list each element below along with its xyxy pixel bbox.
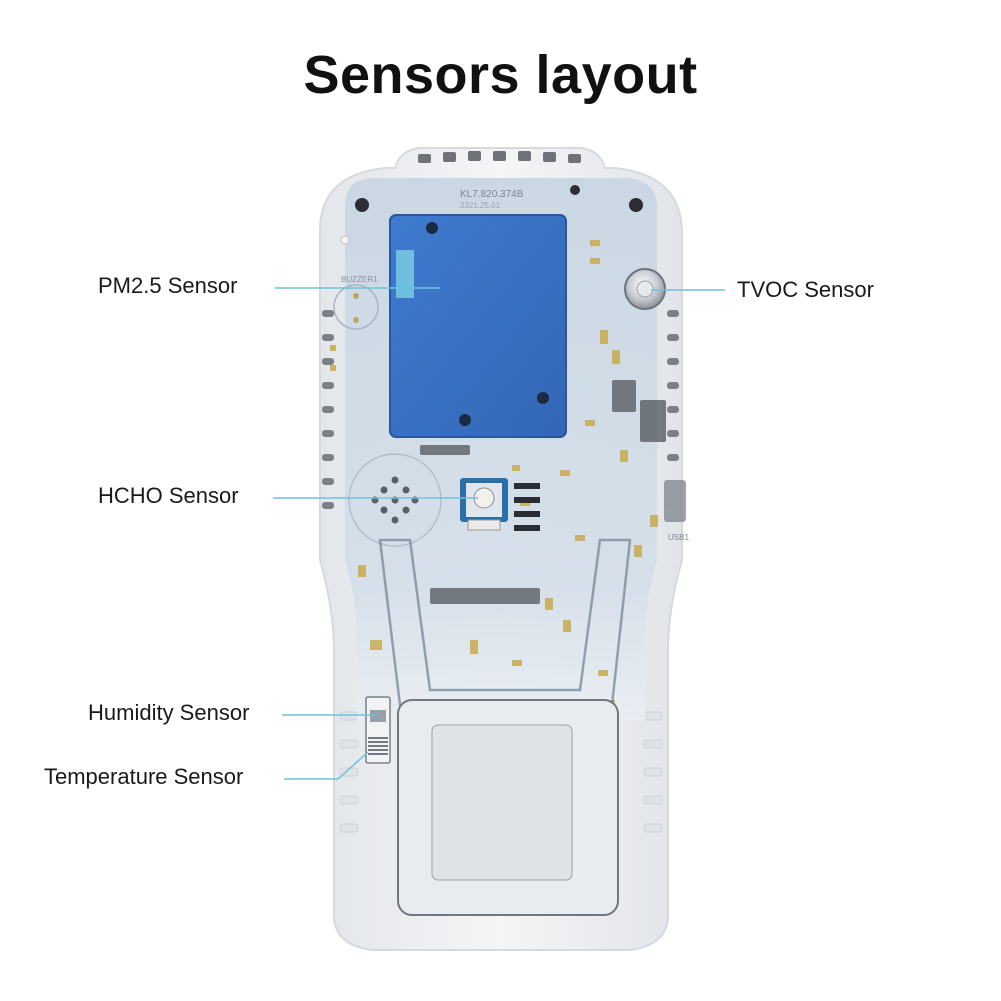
hcho-sensor-label: HCHO Sensor	[98, 483, 239, 508]
board-marking: KL7.820.374B	[460, 189, 524, 200]
humidity-sensor-label: Humidity Sensor	[88, 700, 250, 725]
leader-lines	[273, 287, 725, 780]
temperature-sensor-label: Temperature Sensor	[44, 764, 244, 789]
hcho-sensor-module	[460, 478, 540, 531]
tvoc-sensor-label: TVOC Sensor	[737, 277, 874, 302]
buzzer-marking: BUZZER1	[341, 275, 378, 284]
usb-marking: USB1	[668, 533, 689, 542]
temperature-leader-line	[284, 751, 369, 780]
board-marking-date: 2321.25.01	[460, 201, 501, 210]
pm25-sensor-module	[389, 214, 567, 438]
page-title: Sensors layout	[303, 45, 698, 105]
tvoc-sensor-module	[624, 268, 666, 310]
humidity-temperature-sensor	[365, 696, 391, 764]
pm25-sensor-label: PM2.5 Sensor	[98, 273, 238, 298]
